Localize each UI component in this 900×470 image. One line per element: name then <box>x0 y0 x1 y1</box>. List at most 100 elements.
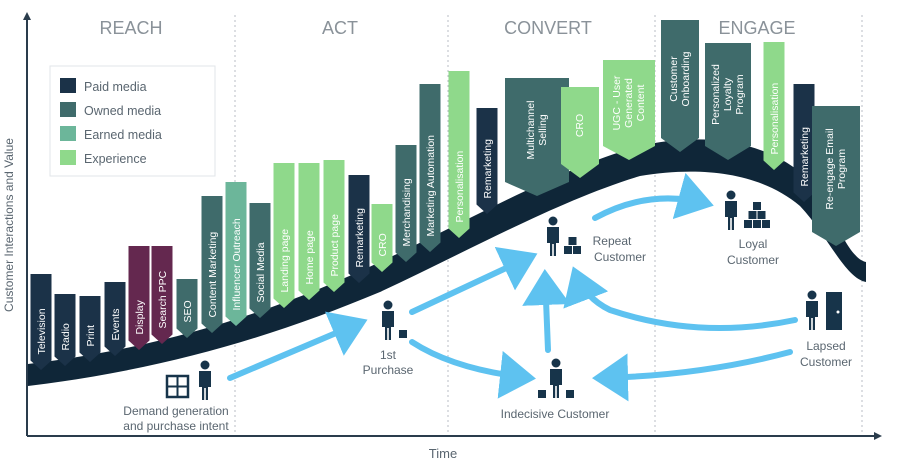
touchpoint-flag-15 <box>395 145 417 262</box>
legend-swatch-experience <box>60 150 76 165</box>
stage-reach: REACH <box>99 18 162 38</box>
x-axis-label: Time <box>429 446 457 461</box>
touchpoint-label-22-line-0: Customer <box>668 56 680 102</box>
person-icon <box>725 190 737 230</box>
touchpoint-flag-17 <box>448 71 470 238</box>
stage-headings: REACH ACT CONVERT ENGAGE <box>99 18 795 38</box>
touchpoint-label-19-line-0: Multichannel <box>525 101 537 160</box>
touchpoint-flag-8 <box>225 182 247 326</box>
demand-label-line1: Demand generation <box>123 404 228 418</box>
repeat-label-line1: Repeat <box>593 234 632 248</box>
stacked-boxes-icon <box>744 202 770 228</box>
touchpoint-flag-9 <box>249 203 271 318</box>
legend: Paid media Owned media Earned media Expe… <box>49 65 216 177</box>
lapsed-label-line1: Lapsed <box>806 339 845 353</box>
touchpoint-flag-4 <box>128 246 150 350</box>
touchpoint-label-8: Influencer Outreach <box>231 218 243 310</box>
touchpoint-label-26-line-1: Program <box>836 149 848 190</box>
repeat-label-line2: Customer <box>594 250 646 264</box>
legend-label-owned: Owned media <box>84 104 161 118</box>
demand-label-line2: and purchase intent <box>123 419 229 433</box>
first-label-line2: Purchase <box>363 363 414 377</box>
indecisive-label: Indecisive Customer <box>501 407 610 421</box>
touchpoint-label-13: Remarketing <box>354 208 366 268</box>
legend-item-owned: Owned media <box>60 102 161 118</box>
touchpoint-flag-23 <box>705 43 751 160</box>
touchpoint-label-6: SEO <box>182 300 194 322</box>
touchpoint-label-21-line-0: UGC - User <box>611 75 623 130</box>
touchpoint-label-26-line-0: Re-engage Email <box>824 128 836 209</box>
person-icon <box>199 360 211 400</box>
legend-item-paid: Paid media <box>60 78 147 94</box>
touchpoint-flag-25 <box>793 84 815 202</box>
touchpoint-flag-16 <box>419 84 441 252</box>
first-purchase-node: 1st Purchase <box>363 300 414 377</box>
y-axis-label: Customer Interactions and Value <box>2 138 16 312</box>
touchpoint-flag-5 <box>151 246 173 344</box>
touchpoint-label-10: Landing page <box>279 229 291 293</box>
loyal-label-line1: Loyal <box>739 237 768 251</box>
touchpoint-label-4: Display <box>134 299 146 334</box>
indecisive-customer-node: Indecisive Customer <box>501 358 610 421</box>
touchpoint-flag-21 <box>603 60 655 160</box>
touchpoint-flag-6 <box>176 279 198 338</box>
touchpoint-label-19-line-1: Selling <box>537 114 549 146</box>
person-icon <box>547 216 559 256</box>
boxes-icon <box>564 237 581 254</box>
arrow-indecisive-to-repeat <box>522 269 571 353</box>
touchpoint-label-9: Social Media <box>255 242 267 302</box>
loyal-label-line2: Customer <box>727 253 779 267</box>
lapsed-customer-node: Lapsed Customer <box>800 290 852 369</box>
touchpoint-flag-0 <box>30 274 52 370</box>
legend-swatch-earned <box>60 126 76 141</box>
touchpoint-flag-13 <box>348 175 370 283</box>
storefront-icon <box>165 374 190 399</box>
touchpoint-flag-22 <box>661 20 699 152</box>
arrow-first-to-indecisive <box>409 339 536 399</box>
arrow-demand-to-first <box>227 311 368 381</box>
demand-generation-node: Demand generation and purchase intent <box>123 360 229 433</box>
legend-label-earned: Earned media <box>84 128 162 142</box>
touchpoint-label-16: Marketing Automation <box>425 135 437 237</box>
touchpoint-label-21-line-1: Generated <box>623 78 635 128</box>
touchpoint-flag-2 <box>79 296 101 362</box>
boxes-icon <box>538 390 574 398</box>
touchpoint-label-23-line-1: Loyalty <box>722 77 734 111</box>
touchpoint-label-17: Personalisation <box>454 151 466 223</box>
legend-swatch-paid <box>60 78 76 93</box>
lapsed-label-line2: Customer <box>800 355 852 369</box>
touchpoint-label-12: Product page <box>329 214 341 277</box>
arrow-first-to-repeat <box>409 246 538 315</box>
arrow-repeat-to-loyal <box>592 172 714 221</box>
legend-label-paid: Paid media <box>84 80 147 94</box>
touchpoint-label-23-line-0: Personalized <box>710 64 722 125</box>
touchpoint-flag-26 <box>812 106 860 246</box>
touchpoint-label-5: Search PPC <box>157 270 169 328</box>
loyal-customer-node: Loyal Customer <box>725 190 779 267</box>
touchpoint-label-20-line-0: CRO <box>574 114 586 137</box>
stage-engage: ENGAGE <box>718 18 795 38</box>
touchpoint-flag-18 <box>476 108 498 214</box>
touchpoint-label-23-line-2: Program <box>734 74 746 115</box>
touchpoint-flag-19 <box>505 78 569 196</box>
stage-act: ACT <box>322 18 358 38</box>
legend-swatch-owned <box>60 102 76 117</box>
touchpoint-flag-20 <box>561 87 599 178</box>
touchpoint-label-3: Events <box>110 308 122 340</box>
touchpoint-flag-7 <box>201 196 223 333</box>
legend-box <box>49 65 216 177</box>
person-icon <box>382 300 394 340</box>
person-icon <box>806 290 818 330</box>
touchpoint-flag-3 <box>104 282 126 356</box>
legend-item-experience: Experience <box>60 150 147 166</box>
touchpoint-label-14: CRO <box>377 233 389 256</box>
touchpoint-flag-11 <box>298 163 320 300</box>
touchpoint-label-24: Personalisation <box>769 83 781 155</box>
touchpoint-label-11: Home page <box>304 230 316 284</box>
flow-arrows <box>227 172 798 402</box>
legend-item-earned: Earned media <box>60 126 162 142</box>
arrow-lapsed-to-indecisive <box>592 349 793 402</box>
first-label-line1: 1st <box>380 348 397 362</box>
